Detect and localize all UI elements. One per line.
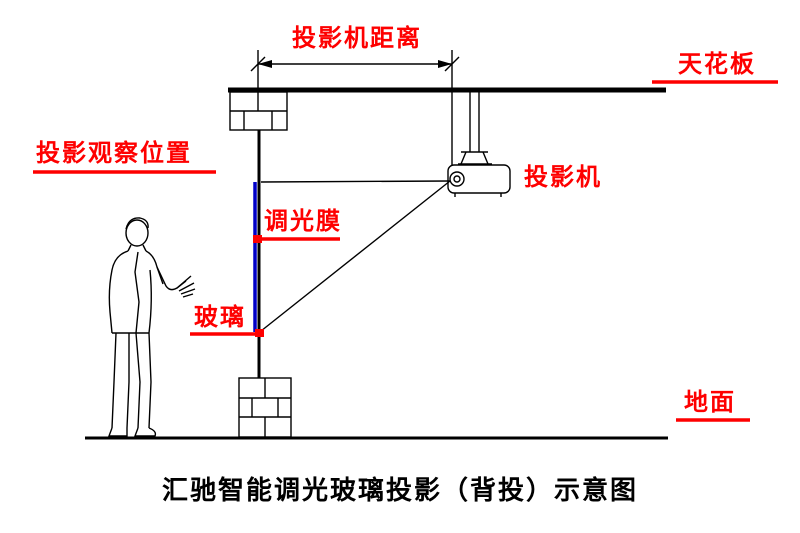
floor-mount-block (238, 377, 292, 438)
label-projector: 投影机 (524, 164, 602, 191)
projection-ray-top (260, 180, 451, 183)
label-viewing-position: 投影观察位置 (36, 140, 192, 167)
label-glass: 玻璃 (194, 304, 246, 331)
ceiling-mount-block (229, 91, 288, 131)
projection-ray-bottom (260, 180, 451, 332)
projector-distance-dimension (250, 50, 460, 176)
label-ground: 地面 (684, 389, 736, 416)
label-projector-distance: 投影机距离 (292, 25, 422, 52)
projector-lens (449, 171, 465, 187)
glass-marker (255, 329, 264, 337)
projector-body (447, 164, 511, 197)
projector-mount (458, 92, 492, 165)
person-figure (107, 217, 196, 437)
dimming-film-marker (253, 235, 262, 243)
label-dimming-film: 调光膜 (264, 208, 342, 235)
label-ceiling: 天花板 (678, 51, 756, 78)
diagram-title: 汇驰智能调光玻璃投影（背投）示意图 (161, 475, 638, 505)
